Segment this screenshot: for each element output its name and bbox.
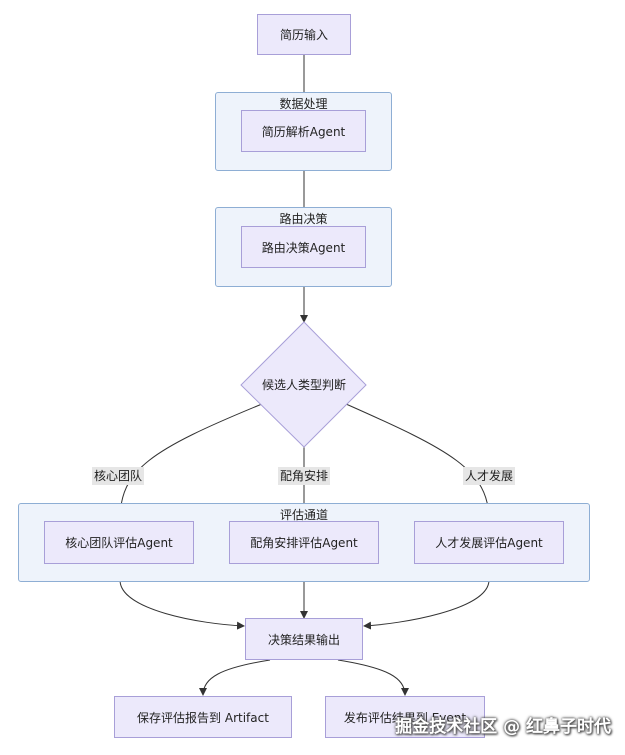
node-decision-output: 决策结果输出 [245,618,363,660]
watermark-text: 掘金技术社区 @ 红鼻子时代 [395,717,611,737]
cluster-evaluation-title: 评估通道 [279,508,328,522]
node-talent-eval: 人才发展评估Agent [414,521,564,564]
node-placement-eval: 配角安排评估Agent [229,521,379,564]
node-resume-parse: 简历解析Agent [241,110,366,152]
edge-label-placement: 配角安排 [278,467,331,485]
node-core-team-eval: 核心团队评估Agent [44,521,194,564]
edge-decision-to-talent [345,403,493,521]
edge-decision-to-core [116,403,263,521]
edge-label-core-team: 核心团队 [92,467,145,485]
edge-talent-to-output [363,564,490,630]
cluster-data-processing-title: 数据处理 [279,97,328,111]
edge-output-to-save [199,659,271,696]
node-candidate-type-diamond [240,321,367,448]
cluster-routing-title: 路由决策 [279,212,328,226]
node-route-agent: 路由决策Agent [241,226,366,268]
node-resume-input: 简历输入 [257,14,351,55]
edge-output-to-publish [337,659,409,696]
node-candidate-type-label: 候选人类型判断 [261,378,346,392]
edge-core-to-output [119,564,245,630]
node-save-report: 保存评估报告到 Artifact [114,696,292,738]
node-publish-result: 发布评估结果到 Event [325,696,485,738]
edge-label-talent-dev: 人才发展 [463,467,516,485]
